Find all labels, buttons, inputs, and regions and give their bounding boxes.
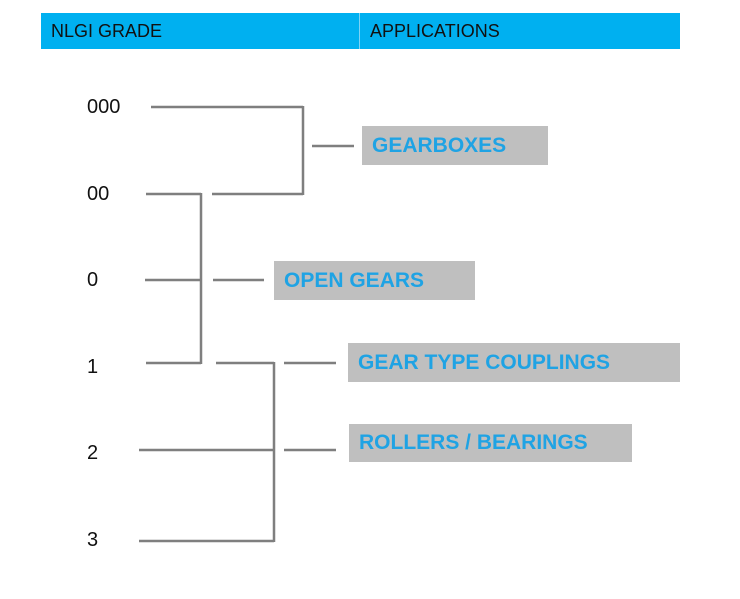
header-applications: APPLICATIONS [370,21,500,41]
grade-0: 0 [87,269,99,291]
grade-2: 2 [87,442,99,464]
app-open-gears: OPEN GEARS [274,261,475,300]
grade-1: 1 [87,356,99,378]
header-nlgi-grade: NLGI GRADE [41,13,360,49]
grade-000: 000 [87,96,121,118]
app-gearboxes: GEARBOXES [362,126,548,165]
grade-00: 00 [87,183,110,205]
app-gear-type-couplings: GEAR TYPE COUPLINGS [348,343,680,382]
app-rollers-bearings: ROLLERS / BEARINGS [349,424,632,462]
grade-3: 3 [87,529,99,551]
table-header: NLGI GRADE APPLICATIONS [41,13,680,49]
